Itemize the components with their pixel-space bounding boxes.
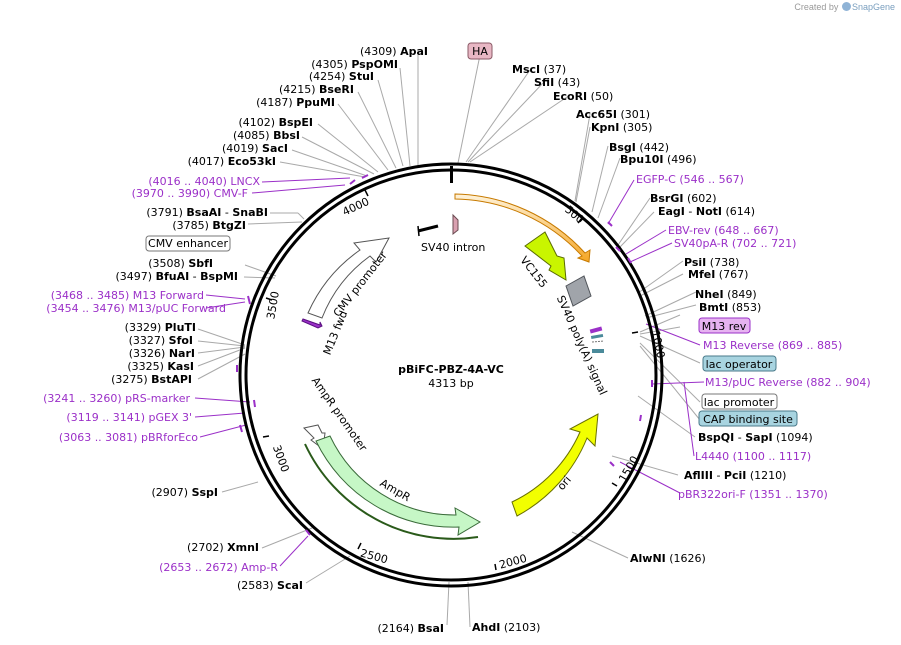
cut-site-ahdi: AhdI (2103) — [472, 621, 540, 634]
plasmid-name: pBiFC-PBZ-4A-VC — [398, 363, 504, 376]
tick-label: 2000 — [498, 552, 528, 572]
primer-l4440: L4440 (1100 .. 1117) — [695, 450, 811, 463]
primer-m13-puc-forward: (3454 .. 3476) M13/pUC Forward — [46, 302, 226, 315]
boxed-label-cmv-enhancer: CMV enhancer — [145, 235, 231, 252]
snapgene-credit: Created by SnapGene — [794, 2, 895, 12]
cut-site-bsaai-snabi: (3791) BsaAI - SnaBI — [146, 206, 268, 219]
tick-label: 1000 — [649, 329, 668, 359]
cut-site-alwni: AlwNI (1626) — [630, 552, 706, 565]
cut-site-eco53ki: (4017) Eco53kI — [188, 155, 276, 168]
cut-site-bpu10i: Bpu10I (496) — [620, 153, 697, 166]
cut-site-ecori: EcoRI (50) — [553, 90, 613, 103]
cut-site-bfuai-bspmi: (3497) BfuAI - BspMI — [115, 270, 238, 283]
credit-brand: SnapGene — [851, 2, 895, 12]
cut-site-btgzi: (3785) BtgZI — [172, 219, 246, 232]
cut-site-pspomi: (4305) PspOMI — [311, 58, 398, 71]
primer-m13-reverse: M13 Reverse (869 .. 885) — [703, 339, 842, 352]
feature-label-sv40-polya: SV40 poly(A) signal — [554, 294, 610, 397]
primer-sv40pa-r: SV40pA-R (702 .. 721) — [674, 237, 796, 250]
cut-site-bseri: (4215) BseRI — [279, 83, 354, 96]
primer-lncx: (4016 .. 4040) LNCX — [148, 175, 260, 188]
ampr-arrow — [315, 435, 482, 536]
cut-site-nhei: NheI (849) — [695, 288, 757, 301]
cut-site-apai: (4309) ApaI — [360, 45, 428, 58]
svg-text:lac promoter: lac promoter — [704, 396, 775, 409]
origin-marker — [450, 166, 453, 183]
cut-site-sbfi: (3508) SbfI — [148, 257, 213, 270]
boxed-label-ha: HA — [467, 42, 493, 60]
cmv-promoter-arrow — [307, 237, 390, 319]
cut-site-kpni: KpnI (305) — [591, 121, 652, 134]
primer-cmv-f: (3970 .. 3990) CMV-F — [132, 187, 248, 200]
primer-amp-r: (2653 .. 2672) Amp-R — [159, 561, 278, 574]
boxed-label-lac-operator: lac operator — [702, 355, 777, 372]
svg-text:lac operator: lac operator — [706, 358, 773, 371]
vc155-arrow — [524, 231, 567, 281]
svg-text:CMV enhancer: CMV enhancer — [148, 237, 228, 250]
primer-marks — [236, 174, 653, 536]
primer-prs-marker: (3241 .. 3260) pRS-marker — [43, 392, 190, 405]
cut-site-bspei: (4102) BspEI — [239, 116, 314, 129]
cut-site-nari: (3326) NarI — [129, 347, 195, 360]
cut-site-pluti: (3329) PluTI — [125, 321, 196, 334]
primer-pbrforeco: (3063 .. 3081) pBRforEco — [59, 431, 198, 444]
credit-prefix: Created by — [794, 2, 839, 12]
cut-site-msci: MscI (37) — [512, 63, 566, 76]
cut-site-psii: PsiI (738) — [684, 256, 739, 269]
cut-site-acc65i: Acc65I (301) — [576, 108, 650, 121]
cut-site-sfoi: (3327) SfoI — [129, 334, 193, 347]
boxed-label-m13-rev: M13 rev — [698, 317, 751, 334]
egfp-orange-arrow — [454, 193, 591, 263]
sv40-polya-box — [565, 275, 592, 307]
primer-m13-forward: (3468 .. 3485) M13 Forward — [51, 289, 204, 302]
cut-site-saci: (4019) SacI — [222, 142, 288, 155]
svg-text:CAP binding site: CAP binding site — [703, 413, 793, 426]
cut-site-bsai: (2164) BsaI — [377, 622, 444, 635]
cut-site-mfei: MfeI (767) — [688, 268, 748, 281]
tick-label: 3000 — [270, 443, 292, 474]
feature-label-m13-fwd: M13 fwd — [321, 309, 351, 357]
svg-text:M13 rev: M13 rev — [702, 320, 747, 333]
tick-label: 3500 — [264, 290, 282, 320]
m13-fwd-mark — [301, 318, 323, 329]
ha-tag — [452, 213, 459, 236]
cut-site-sfii: SfiI (43) — [534, 76, 580, 89]
cut-site-xmni: (2702) XmnI — [187, 541, 259, 554]
backbone-outer — [238, 162, 664, 588]
cut-site-bmti: BmtI (853) — [699, 301, 761, 314]
cut-site-eagi-noti: EagI - NotI (614) — [658, 205, 755, 218]
primer-pgex-3: (3119 .. 3141) pGEX 3' — [66, 411, 192, 424]
boxed-label-cap-binding-site: CAP binding site — [698, 410, 798, 427]
plasmid-length: 4313 bp — [428, 377, 473, 390]
cut-site-bspqi-sapi: BspQI - SapI (1094) — [698, 431, 813, 444]
ori-arrow — [511, 413, 599, 517]
cut-site-bbsi: (4085) BbsI — [233, 129, 300, 142]
snapgene-logo-icon — [841, 2, 851, 11]
primer-labels-right: EGFP-C (546 .. 567) EBV-rev (648 .. 667)… — [636, 173, 871, 501]
cut-site-bsgi: BsgI (442) — [609, 141, 669, 154]
cut-site-afliii-pcii: AflIII - PciI (1210) — [684, 469, 786, 482]
svg-text:HA: HA — [472, 45, 488, 58]
cut-site-stui: (4254) StuI — [309, 70, 374, 83]
lac-features — [589, 326, 605, 353]
cut-site-bsrgi: BsrGI (602) — [650, 192, 717, 205]
primer-ebv-rev: EBV-rev (648 .. 667) — [668, 224, 779, 237]
cut-sites-right: AhdI (2103) AlwNI (1626) AflIII - PciI (… — [472, 63, 813, 634]
cut-sites-left: (4309) ApaI (4305) PspOMI (4254) StuI (4… — [111, 45, 444, 635]
primer-pbr322ori-f: pBR322ori-F (1351 .. 1370) — [678, 488, 828, 501]
cut-site-bstapi: (3275) BstAPI — [111, 373, 192, 386]
feature-label-sv40-intron: SV40 intron — [421, 241, 485, 254]
sv40-intron — [417, 224, 439, 237]
cut-site-scai: (2583) ScaI — [237, 579, 303, 592]
cut-site-sspi: (2907) SspI — [151, 486, 218, 499]
cut-site-kasi: (3325) KasI — [127, 360, 194, 373]
cut-site-ppumi: (4187) PpuMI — [256, 96, 335, 109]
boxed-label-lac-promoter: lac promoter — [701, 393, 778, 410]
primer-egfp-c: EGFP-C (546 .. 567) — [636, 173, 744, 186]
ampr-strand-line — [304, 443, 479, 540]
primer-labels-left: (4016 .. 4040) LNCX (3970 .. 3990) CMV-F… — [43, 175, 278, 574]
primer-m13-puc-reverse: M13/pUC Reverse (882 .. 904) — [705, 376, 871, 389]
